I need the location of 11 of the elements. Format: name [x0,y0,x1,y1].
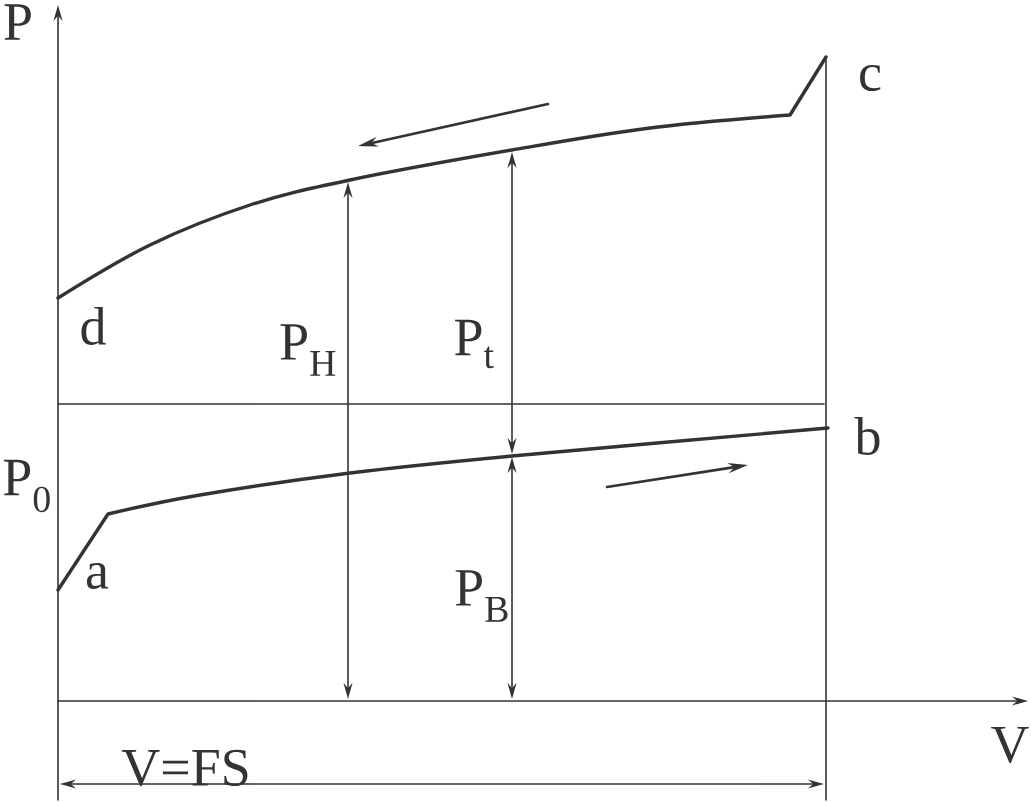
point-label: b [854,417,880,455]
point-label: c [860,65,881,91]
point-label: a [86,563,109,589]
dimension-label: P$_{H}$ [280,324,336,376]
dimension-label: P$_{t}$ [455,319,494,369]
axis-label: P [4,4,31,40]
axis-label: V [991,726,1029,764]
dimension-label: V=FS [121,749,248,787]
point-label: d [81,307,106,345]
dimension-label: P$_{0}$ [3,459,50,513]
dimension-label: P$_{B}$ [455,570,508,622]
